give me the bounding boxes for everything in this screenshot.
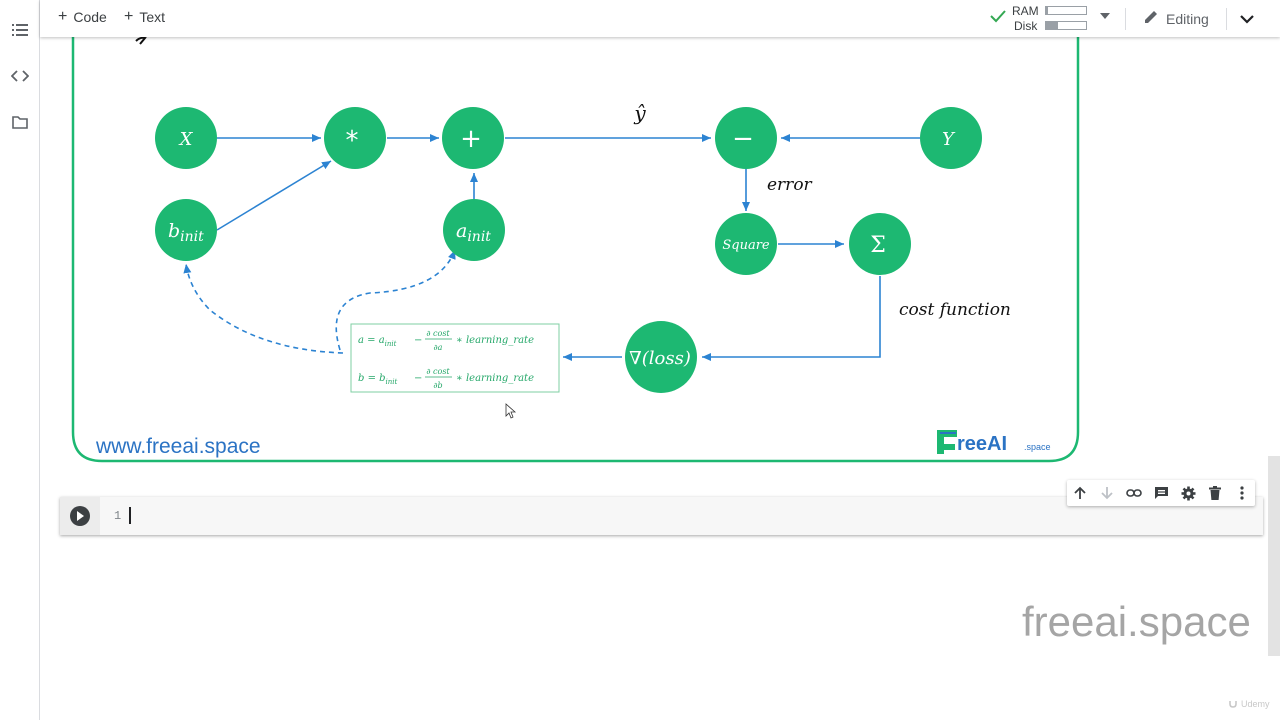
move-cell-down-icon[interactable]	[1098, 484, 1116, 502]
editing-mode-button[interactable]: Editing	[1143, 9, 1209, 28]
freeai-logo: reeAI .space	[937, 430, 1051, 455]
node-subtract	[715, 107, 777, 169]
ram-usage-bar	[1045, 6, 1087, 15]
table-of-contents-icon[interactable]	[10, 20, 30, 40]
udemy-logo-icon	[1228, 698, 1238, 710]
files-folder-icon[interactable]	[10, 112, 30, 132]
dashed-arrow-update-a	[335, 249, 456, 351]
update-a-lhs: a = ainit	[358, 335, 397, 348]
cell-toolbar	[1067, 480, 1255, 506]
editing-label: Editing	[1166, 10, 1209, 27]
node-subtract-label: −	[732, 124, 754, 154]
link-icon[interactable]	[1125, 484, 1143, 502]
dashed-arrow-update-b	[183, 263, 344, 354]
node-sum-label: Σ	[870, 233, 886, 258]
plus-icon: +	[58, 8, 68, 25]
node-sum	[849, 213, 911, 275]
run-cell-button[interactable]	[70, 506, 90, 526]
update-a-numerator: ∂ cost	[426, 329, 450, 338]
toolbar-divider	[1125, 8, 1126, 30]
update-a-minus: −	[414, 335, 422, 346]
footer-url: www.freeai.space	[95, 435, 261, 458]
update-b-denominator: ∂b	[433, 381, 442, 390]
notebook-toolbar: + Code + Text RAM Disk Editing	[40, 0, 1280, 37]
udemy-watermark: Udemy	[1228, 698, 1270, 710]
resources-dropdown-icon[interactable]	[1100, 13, 1110, 19]
update-formula-box	[350, 323, 560, 393]
node-multiply	[324, 107, 386, 169]
node-b-init	[155, 199, 217, 261]
udemy-text: Udemy	[1241, 699, 1270, 709]
pencil-icon	[1143, 9, 1159, 28]
add-text-button[interactable]: + Text	[124, 8, 166, 26]
update-b-numerator: ∂ cost	[426, 367, 450, 376]
diagram-frame	[71, 37, 1080, 463]
update-b-minus: −	[414, 373, 422, 384]
left-sidebar	[0, 0, 40, 720]
update-b-lhs: b = binit	[358, 373, 398, 386]
toolbar-divider	[1226, 8, 1227, 30]
node-y	[920, 107, 982, 169]
check-icon	[990, 9, 1006, 28]
node-gradient-label: ∇(loss)	[629, 348, 691, 369]
arrow-sum-gradient	[702, 276, 881, 361]
computation-graph-image: X * + − Y binit ainit Square Σ ∇(loss) ŷ…	[40, 37, 1120, 467]
node-x-label: X	[178, 129, 194, 150]
add-code-button[interactable]: + Code	[58, 8, 107, 26]
node-add	[442, 107, 504, 169]
node-add-label: +	[460, 124, 482, 154]
arrow-b-multiply	[216, 160, 332, 231]
line-number: 1	[114, 509, 122, 523]
node-a-init	[443, 199, 505, 261]
text-cursor	[129, 507, 131, 524]
node-multiply-label: *	[346, 126, 359, 156]
mouse-pointer-icon	[505, 403, 517, 419]
error-label: error	[767, 175, 813, 195]
code-snippets-icon[interactable]	[10, 66, 30, 86]
chevron-down-icon[interactable]	[1240, 11, 1254, 29]
node-x	[155, 107, 217, 169]
update-a-tail: ∗ learning_rate	[456, 335, 534, 346]
logo-suffix: .space	[1024, 442, 1051, 452]
delete-trash-icon[interactable]	[1206, 484, 1224, 502]
cost-function-label: cost function	[899, 300, 1011, 320]
comment-icon[interactable]	[1152, 484, 1170, 502]
node-square-label: Square	[722, 238, 770, 253]
more-options-icon[interactable]	[1233, 484, 1251, 502]
ram-label: RAM	[1012, 4, 1039, 18]
node-y-label: Y	[942, 129, 956, 150]
logo-text: reeAI	[957, 433, 1007, 455]
add-code-label: Code	[73, 9, 107, 25]
code-cell[interactable]: 1	[60, 497, 1263, 535]
plus-icon: +	[124, 8, 134, 25]
y-hat-label: ŷ	[633, 101, 646, 125]
disk-label: Disk	[1014, 19, 1038, 33]
node-square	[715, 213, 777, 275]
node-gradient	[625, 321, 697, 393]
play-icon	[77, 511, 84, 521]
move-cell-up-icon[interactable]	[1071, 484, 1089, 502]
disk-usage-bar	[1045, 21, 1087, 30]
update-b-tail: ∗ learning_rate	[456, 373, 534, 384]
node-a-init-label: ainit	[456, 220, 491, 245]
node-b-init-label: binit	[168, 220, 204, 245]
settings-gear-icon[interactable]	[1179, 484, 1197, 502]
watermark: freeai.space	[1022, 598, 1251, 645]
vertical-scrollbar[interactable]	[1268, 456, 1280, 656]
add-text-label: Text	[139, 9, 166, 25]
cell-gutter	[60, 497, 100, 535]
update-a-denominator: ∂a	[434, 343, 443, 352]
